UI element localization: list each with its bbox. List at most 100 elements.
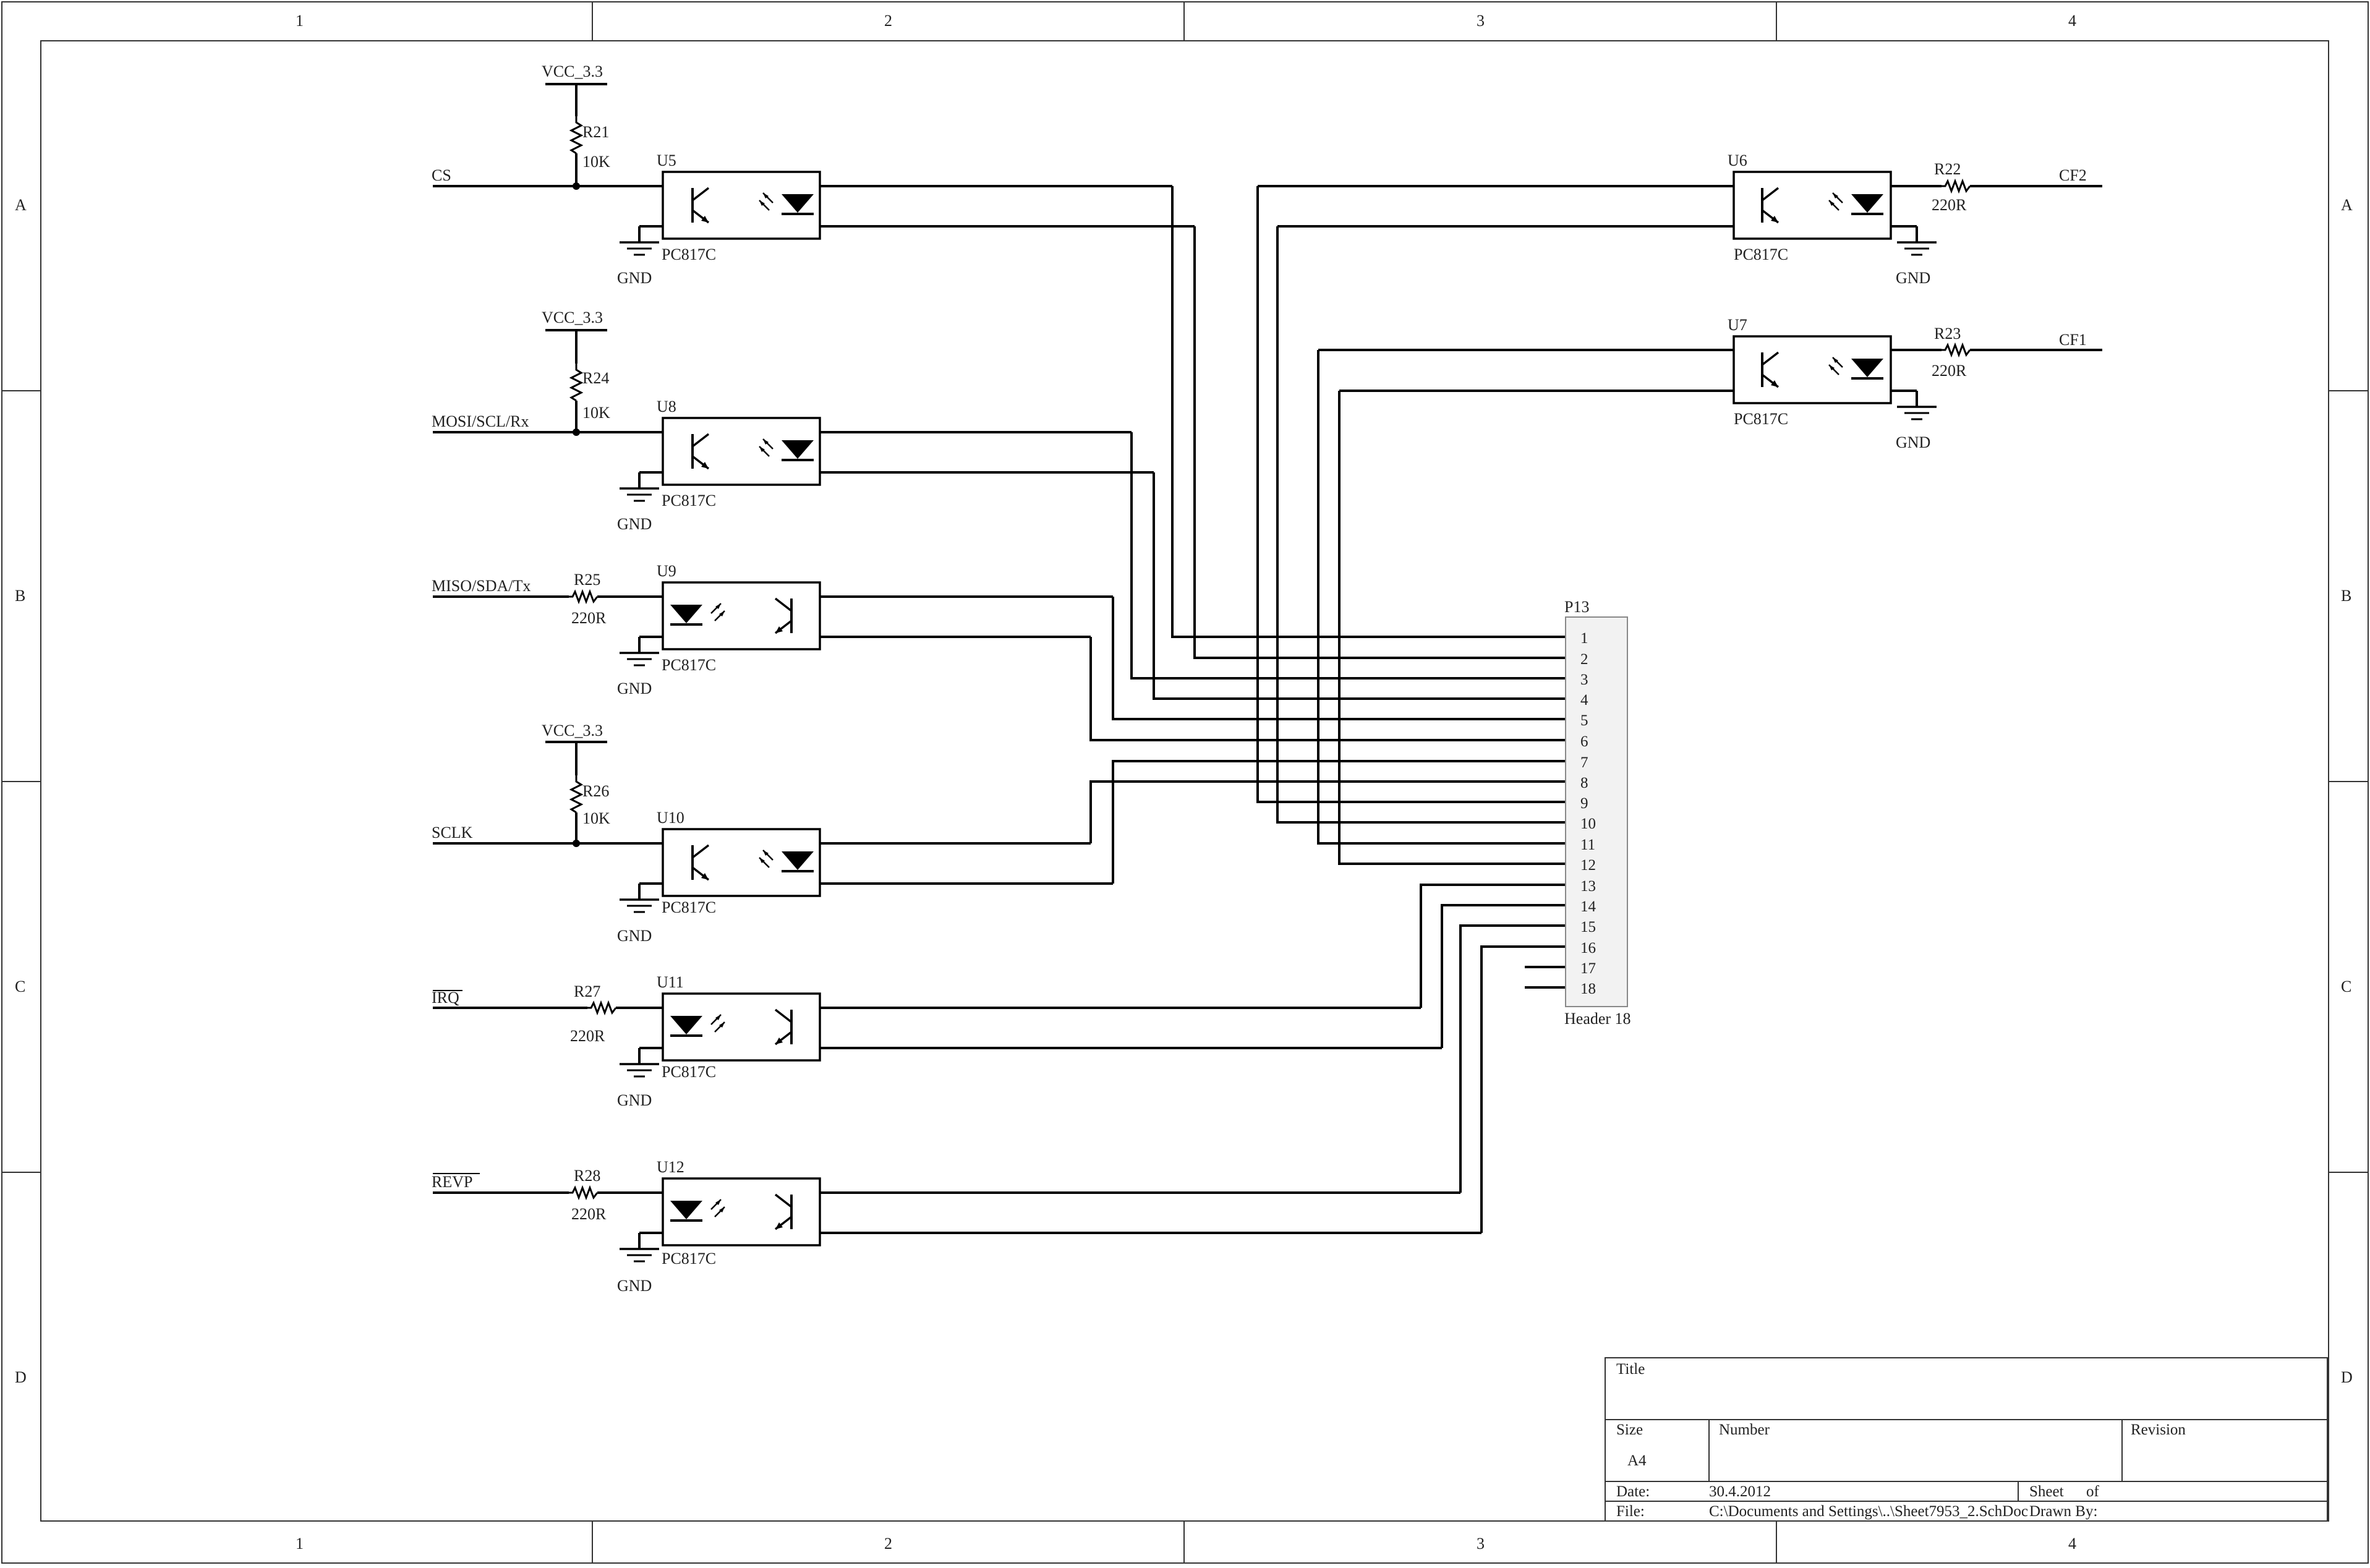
ref-r27: R27 — [574, 982, 600, 1000]
header-pin-14: 14 — [1580, 898, 1596, 915]
header-pin-2: 2 — [1580, 651, 1588, 668]
net-label-revp: REVP — [432, 1173, 472, 1191]
net-label-cs: CS — [432, 166, 451, 184]
sclk-channel: SCLK VCC_3.3 R26 10K U10 PC817C GND — [432, 722, 1113, 945]
header-pin-3: 3 — [1580, 671, 1588, 688]
part-u10: PC817C — [662, 898, 716, 916]
u5-optocoupler — [662, 171, 821, 240]
miso-channel: MISO/SDA/Tx R25 220R U9 PC817C GND — [432, 562, 1113, 697]
header-p13: P13 Header 18 1 2 3 4 5 6 7 8 9 10 11 12… — [1564, 598, 1631, 1028]
ref-u10: U10 — [657, 809, 684, 827]
net-label-miso: MISO/SDA/Tx — [432, 577, 531, 595]
revp-channel: REVP R28 220R U12 PC817C GND — [432, 1158, 1481, 1295]
revision-label: Revision — [2131, 1421, 2186, 1438]
header-pin-13: 13 — [1580, 878, 1596, 895]
gnd-label-u11: GND — [617, 1091, 652, 1109]
ref-r28: R28 — [574, 1167, 600, 1185]
ref-r25: R25 — [574, 571, 600, 589]
u6-optocoupler — [1733, 171, 1892, 240]
part-u11: PC817C — [662, 1063, 716, 1081]
header-ref: P13 — [1564, 598, 1589, 616]
net-label-mosi: MOSI/SCL/Rx — [432, 412, 529, 430]
u9-optocoupler — [662, 581, 821, 650]
title-block: Title Size A4 Number Revision Date: 30.4… — [1605, 1357, 2328, 1522]
zone-row-a-left: A — [15, 196, 27, 214]
net-label-sclk: SCLK — [432, 824, 473, 842]
zone-col-4-top: 4 — [2068, 12, 2076, 30]
zone-col-2-top: 2 — [884, 12, 892, 30]
ref-u8: U8 — [657, 398, 676, 415]
header-pin-17: 17 — [1580, 960, 1596, 977]
of-label: of — [2086, 1483, 2100, 1500]
header-pin-6: 6 — [1580, 733, 1588, 750]
zone-col-4-bottom: 4 — [2068, 1535, 2076, 1553]
value-r27: 220R — [570, 1027, 605, 1045]
value-r25: 220R — [571, 609, 607, 627]
value-r26: 10K — [582, 809, 610, 827]
header-name: Header 18 — [1564, 1010, 1631, 1028]
header-pin-8: 8 — [1580, 775, 1588, 791]
value-r23: 220R — [1932, 362, 1967, 380]
ref-u9: U9 — [657, 562, 676, 580]
header-bus-wires — [1089, 186, 1566, 1233]
ref-u7: U7 — [1728, 316, 1747, 334]
u7-optocoupler — [1733, 335, 1892, 404]
zone-row-c-left: C — [15, 978, 25, 995]
part-u7: PC817C — [1734, 410, 1788, 428]
part-u8: PC817C — [662, 492, 716, 509]
gnd-label-u8: GND — [617, 515, 652, 533]
ref-u11: U11 — [657, 973, 684, 991]
value-r22: 220R — [1932, 196, 1967, 214]
size-value: A4 — [1627, 1452, 1647, 1469]
ref-r22: R22 — [1934, 160, 1961, 178]
ref-u6: U6 — [1728, 151, 1747, 169]
header-pin-7: 7 — [1580, 754, 1588, 771]
header-pin-15: 15 — [1580, 919, 1596, 935]
header-pin-4: 4 — [1580, 692, 1588, 709]
value-r24: 10K — [582, 404, 610, 422]
zone-col-3-bottom: 3 — [1477, 1535, 1485, 1553]
header-pin-11: 11 — [1580, 837, 1595, 853]
title-label: Title — [1616, 1361, 1645, 1378]
gnd-label-u5: GND — [617, 269, 652, 287]
header-pin-16: 16 — [1580, 940, 1596, 957]
header-pin-10: 10 — [1580, 816, 1596, 832]
u11-optocoupler — [662, 992, 821, 1062]
net-label-cf1: CF1 — [2059, 331, 2087, 349]
zone-row-c-right: C — [2341, 978, 2351, 995]
cf1-channel: U7 PC817C R23 220R CF1 GND — [1318, 316, 2102, 451]
zone-row-a-right: A — [2341, 196, 2353, 214]
header-pin-12: 12 — [1580, 857, 1596, 874]
file-label: File: — [1616, 1503, 1645, 1520]
u10-optocoupler — [662, 828, 821, 897]
net-label-cf2: CF2 — [2059, 166, 2087, 184]
gnd-label-u6: GND — [1896, 269, 1930, 287]
vcc-label-r21: VCC_3.3 — [542, 62, 603, 80]
file-value: C:\Documents and Settings\..\Sheet7953_2… — [1709, 1503, 2028, 1520]
ref-u5: U5 — [657, 151, 676, 169]
size-label: Size — [1616, 1421, 1643, 1438]
part-u12: PC817C — [662, 1250, 716, 1268]
gnd-label-u7: GND — [1896, 433, 1930, 451]
cs-channel: CS VCC_3.3 R21 10K U5 PC817C GND — [432, 62, 1195, 287]
gnd-label-u12: GND — [617, 1277, 652, 1295]
zone-row-d-right: D — [2341, 1368, 2353, 1386]
sheet-label: Sheet — [2029, 1483, 2064, 1500]
zone-row-b-left: B — [15, 587, 25, 605]
value-r21: 10K — [582, 153, 610, 171]
date-value: 30.4.2012 — [1709, 1483, 1771, 1500]
u12-optocoupler — [662, 1177, 821, 1246]
cf2-channel: U6 PC817C R22 220R CF2 GND — [1258, 151, 2102, 287]
part-u9: PC817C — [662, 656, 716, 674]
ref-u12: U12 — [657, 1158, 684, 1176]
zone-row-b-right: B — [2341, 587, 2351, 605]
u8-optocoupler — [662, 417, 821, 486]
header-body — [1565, 616, 1628, 1007]
part-u6: PC817C — [1734, 245, 1788, 263]
header-pin-1: 1 — [1580, 630, 1588, 647]
irq-channel: IRQ R27 220R U11 PC817C GND — [432, 973, 1442, 1109]
net-label-irq: IRQ — [432, 989, 459, 1007]
